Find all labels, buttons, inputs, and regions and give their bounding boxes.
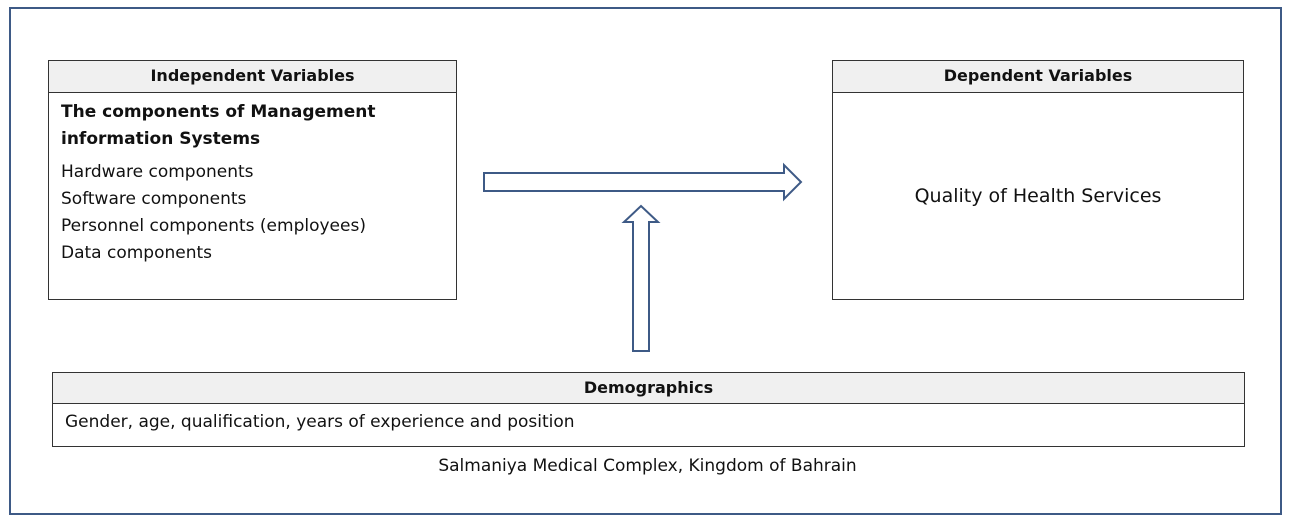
mis-components-title: The components of Management information… [61, 102, 376, 149]
list-item: Hardware components [61, 162, 254, 182]
vertical-arrow [621, 204, 661, 352]
dependent-variable-label: Quality of Health Services [914, 185, 1162, 207]
demographics-description: Gender, age, qualification, years of exp… [65, 412, 575, 432]
diagram-frame [9, 7, 1282, 515]
list-item: Data components [61, 243, 213, 263]
list-item: Personnel components (employees) [61, 216, 366, 236]
demographics-header: Demographics [53, 373, 1244, 404]
independent-variables-header: Independent Variables [49, 61, 456, 93]
list-item: Software components [61, 189, 247, 209]
component-list: Hardware components Software components … [49, 159, 456, 267]
horizontal-arrow [483, 162, 803, 202]
demographics-box: Demographics Gender, age, qualification,… [52, 372, 1245, 447]
dependent-variables-header: Dependent Variables [833, 61, 1243, 93]
location-caption: Salmaniya Medical Complex, Kingdom of Ba… [438, 456, 857, 476]
independent-variables-box: Independent Variables The components of … [48, 60, 457, 300]
dependent-variables-box: Dependent Variables Quality of Health Se… [832, 60, 1244, 300]
